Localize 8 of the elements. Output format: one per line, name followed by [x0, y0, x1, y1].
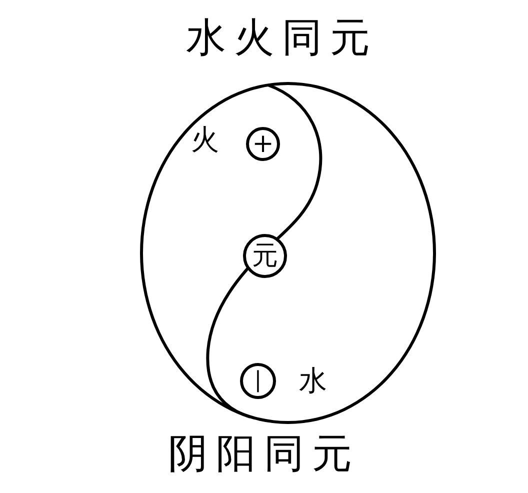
title: 水火同元 [186, 15, 378, 61]
center-circle: 元 [243, 234, 287, 278]
plus-circle: + [246, 127, 280, 161]
bar-circle: | [240, 363, 276, 399]
symbol-label: 火 [191, 126, 219, 154]
caption: 阴阳同元 [168, 431, 360, 477]
symbol-label: 水 [299, 367, 327, 395]
outer-circle [140, 82, 436, 424]
